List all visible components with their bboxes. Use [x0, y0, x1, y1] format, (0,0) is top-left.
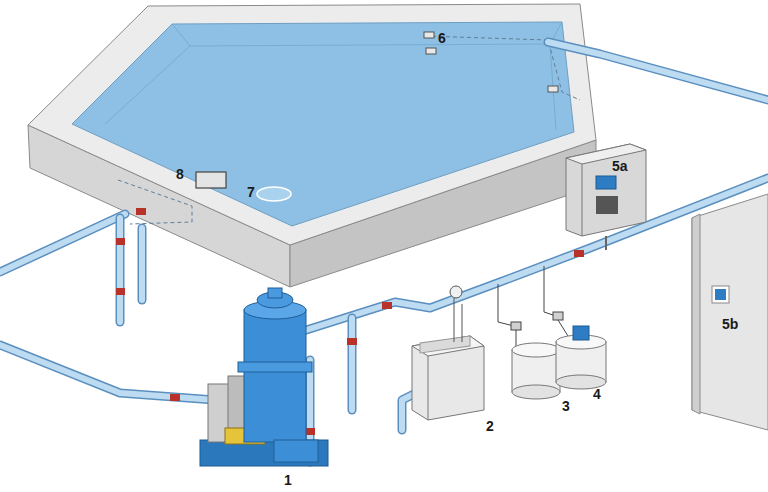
callout-number: 5b	[722, 316, 738, 332]
callout-number: 7	[247, 184, 255, 200]
callout-number: 6	[438, 30, 446, 46]
callout-number: 8	[176, 166, 184, 182]
callout-number: 5a	[612, 158, 628, 174]
callout-number: 1	[284, 472, 292, 488]
callout-number: 4	[593, 386, 601, 402]
callout-number: 2	[486, 418, 494, 434]
callout-number: 3	[562, 398, 570, 414]
